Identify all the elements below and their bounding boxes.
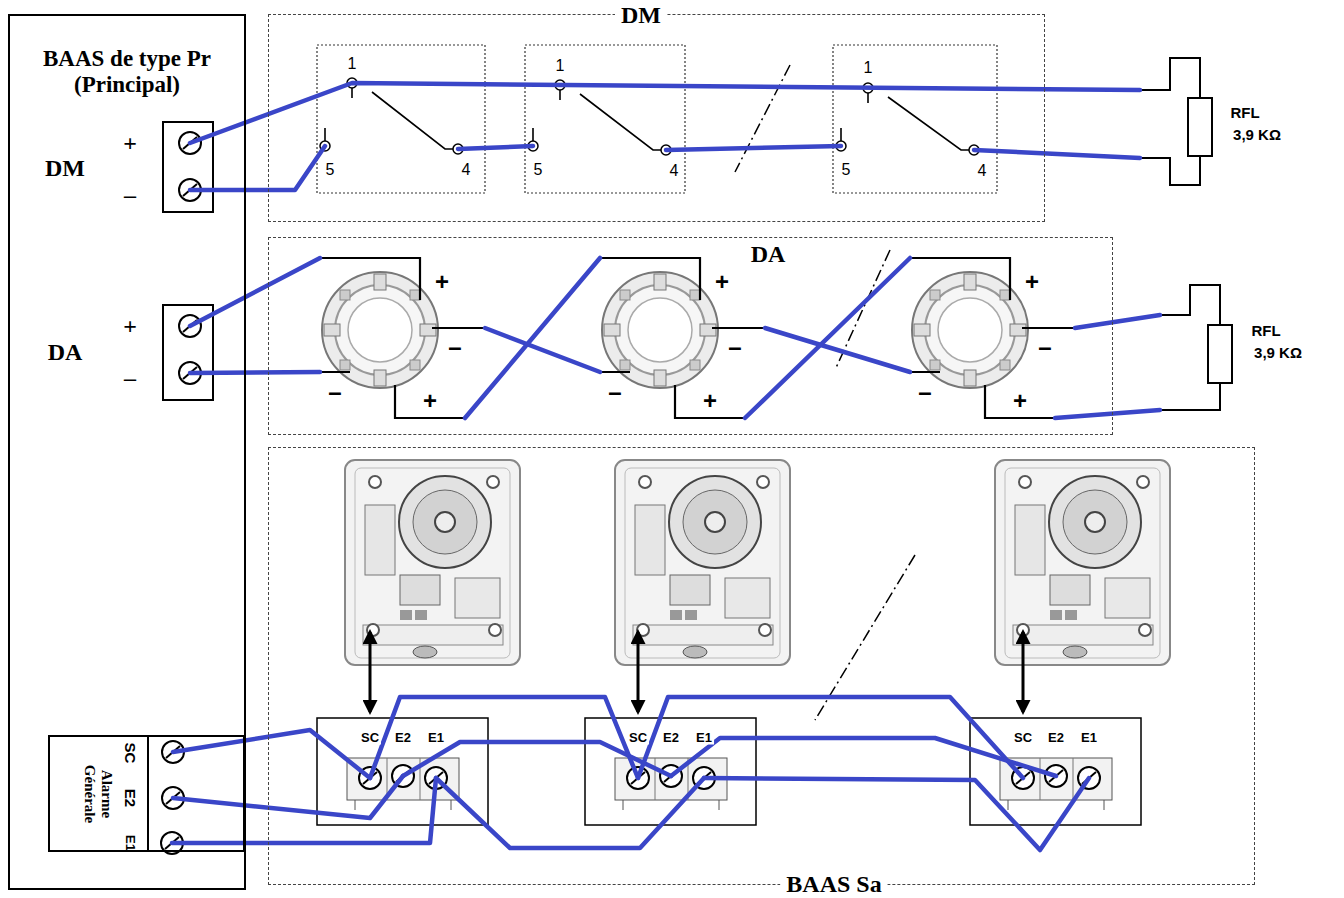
terminal-name: SC	[627, 730, 649, 745]
polarity-sign: –	[446, 333, 463, 361]
polarity-sign: +	[1023, 268, 1041, 296]
group-title: DM	[615, 2, 667, 29]
terminal-name: E1	[426, 730, 446, 745]
resistor-name: RFL	[1249, 322, 1282, 339]
polarity-sign: +	[121, 313, 139, 340]
terminal-name: E2	[122, 789, 139, 807]
pin-number: 5	[324, 161, 337, 179]
pin-number: 5	[532, 161, 545, 179]
terminal-name: E1	[1079, 730, 1099, 745]
detector-group: DA	[268, 237, 1113, 435]
terminal-name: SC	[1012, 730, 1034, 745]
polarity-sign: +	[1011, 387, 1029, 415]
pin-number: 1	[346, 55, 359, 73]
polarity-sign: +	[121, 130, 139, 157]
terminal-name: SC	[122, 743, 139, 764]
block-title: Alarme Générale	[81, 746, 115, 842]
polarity-sign: –	[122, 182, 138, 209]
polarity-sign: –	[606, 378, 623, 406]
alarm-terminal-block: Alarme Générale SC E2E1	[48, 735, 245, 852]
detector-group: DM	[268, 14, 1045, 222]
resistor-name: RFL	[1228, 104, 1261, 121]
polarity-sign: +	[701, 387, 719, 415]
polarity-sign: –	[326, 378, 343, 406]
terminal-name: E1	[694, 730, 714, 745]
terminal-name: E1	[123, 835, 138, 852]
pin-number: 1	[862, 59, 875, 77]
pin-number: 1	[554, 57, 567, 75]
pin-number: 4	[460, 161, 473, 179]
sounder-group: BAAS Sa	[268, 447, 1255, 885]
resistor-value: 3,9 KΩ	[1231, 126, 1283, 143]
pin-number: 5	[840, 161, 853, 179]
resistor-value: 3,9 KΩ	[1252, 344, 1304, 361]
input-name: DM	[43, 155, 87, 182]
terminal-name: SC	[359, 730, 381, 745]
panel-title: BAAS de type Pr (Principal)	[42, 46, 212, 98]
polarity-sign: –	[726, 333, 743, 361]
terminal-name: E2	[1046, 730, 1066, 745]
group-title: BAAS Sa	[780, 871, 887, 898]
polarity-sign: –	[122, 365, 138, 392]
pin-number: 4	[668, 162, 681, 180]
input-name: DA	[46, 339, 85, 366]
group-title: DA	[745, 241, 792, 268]
polarity-sign: +	[713, 268, 731, 296]
polarity-sign: +	[433, 268, 451, 296]
pin-number: 4	[976, 162, 989, 180]
polarity-sign: +	[421, 387, 439, 415]
terminal-name: E2	[393, 730, 413, 745]
polarity-sign: –	[1036, 333, 1053, 361]
polarity-sign: –	[916, 378, 933, 406]
terminal-name: E2	[661, 730, 681, 745]
